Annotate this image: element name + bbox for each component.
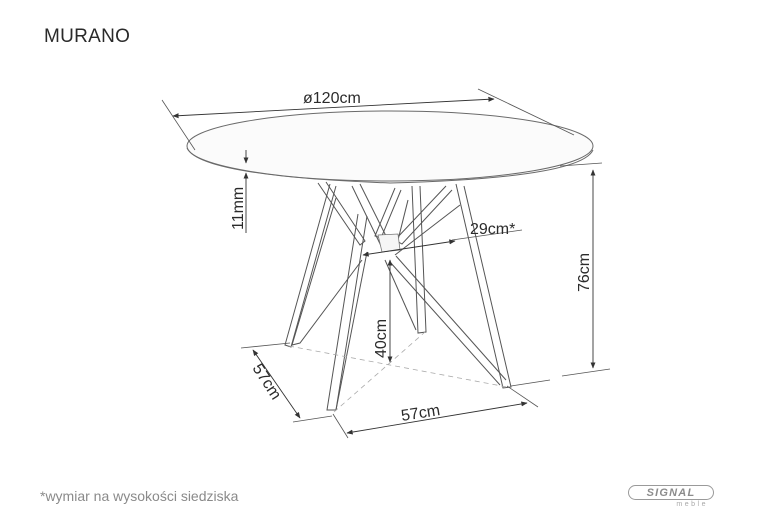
leg-hub	[377, 233, 401, 253]
brand-name: SIGNAL	[628, 485, 714, 500]
thickness-label: 11mm	[230, 187, 247, 230]
leg-width-dimension: 29cm*	[362, 221, 523, 257]
table-legs	[284, 181, 512, 411]
diameter-label: ø120cm	[303, 90, 361, 107]
base-depth-dimension: 57cm	[240, 342, 333, 423]
crossbar-height-label: 40cm	[373, 319, 390, 358]
height-label: 76cm	[576, 253, 593, 292]
base-depth-label: 57cm	[249, 361, 285, 403]
seat-height-footnote: *wymiar na wysokości siedziska	[40, 488, 239, 504]
base-width-label: 57cm	[400, 402, 441, 425]
brand-sub: meble	[676, 501, 708, 508]
tabletop	[186, 110, 594, 184]
thickness-dimension: 11mm	[230, 150, 249, 233]
product-title: MURANO	[44, 26, 131, 47]
floor-diagonals	[288, 331, 508, 413]
leg-width-label: 29cm*	[470, 221, 515, 238]
diameter-dimension: ø120cm	[161, 88, 575, 151]
base-width-dimension: 57cm	[332, 379, 551, 439]
height-dimension: 76cm	[559, 162, 611, 377]
crossbar-height-dimension: 40cm	[373, 259, 393, 363]
brand-logo: SIGNAL meble	[628, 485, 714, 515]
